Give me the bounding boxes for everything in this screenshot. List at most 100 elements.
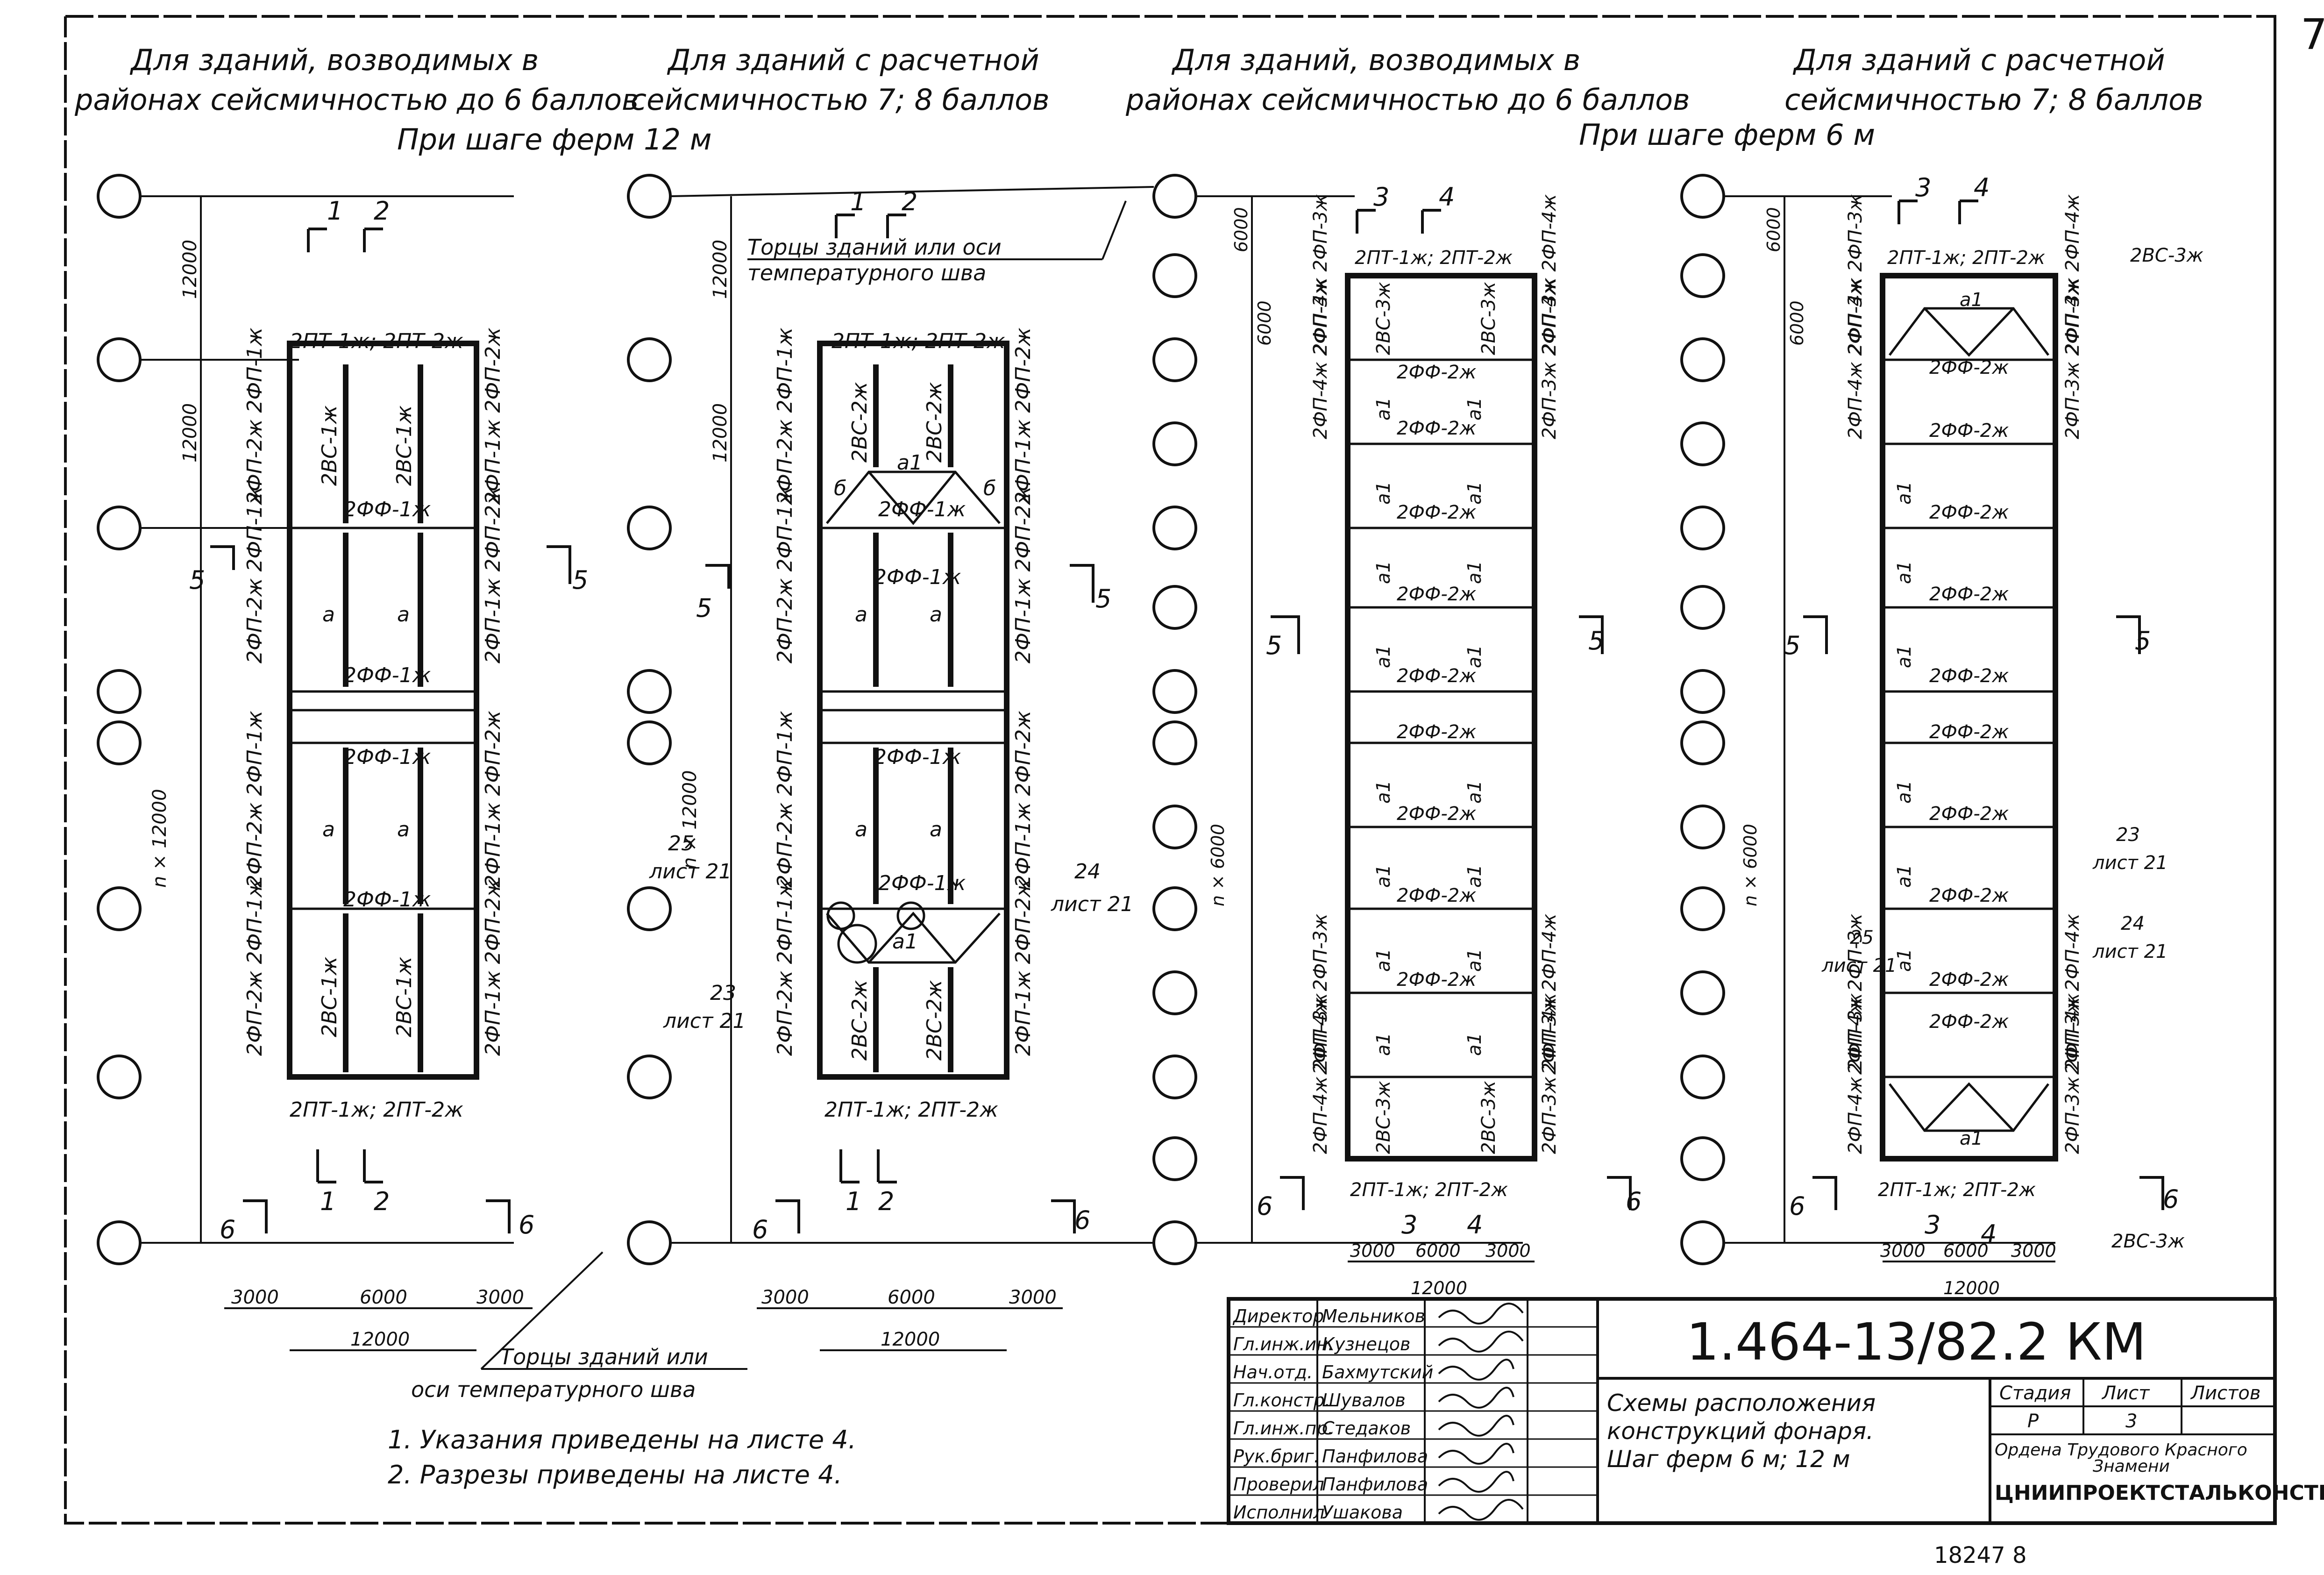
svg-text:Листов: Листов	[2190, 1383, 2260, 1404]
svg-text:2ФП-1ж 2ФП-2ж: 2ФП-1ж 2ФП-2ж	[481, 328, 505, 505]
svg-text:3: 3	[1915, 173, 1931, 202]
heading-1-line1: Для зданий, возводимых в	[129, 43, 539, 77]
svg-text:2ВС-3ж: 2ВС-3ж	[1373, 282, 1394, 355]
svg-text:Стадия: Стадия	[1999, 1383, 2071, 1404]
svg-text:2ФП-2ж 2ФП-1ж: 2ФП-2ж 2ФП-1ж	[243, 879, 267, 1056]
svg-text:Знамени: Знамени	[2093, 1457, 2170, 1476]
spacing-6-heading: При шаге ферм 6 м	[1579, 118, 1875, 152]
svg-text:2ВС-3ж: 2ВС-3ж	[2111, 1231, 2185, 1252]
svg-text:Гл.констр.: Гл.констр.	[1233, 1390, 1330, 1411]
svg-text:2ФФ-2ж: 2ФФ-2ж	[1929, 665, 2009, 687]
axis-leaders	[140, 186, 2055, 1244]
svg-text:2ПТ-1ж; 2ПТ-2ж: 2ПТ-1ж; 2ПТ-2ж	[824, 1098, 998, 1122]
svg-text:5: 5	[189, 565, 205, 595]
svg-text:3000: 3000	[1009, 1287, 1057, 1308]
panel-2-labels: 2ПТ-1ж; 2ПТ-2ж 2ПТ-1ж; 2ПТ-2ж 2ФФ-1ж 2ФФ…	[649, 328, 1134, 1122]
svg-text:а1: а1	[1960, 1128, 1983, 1149]
svg-text:Лист: Лист	[2101, 1383, 2150, 1404]
svg-text:Панфилова: Панфилова	[1322, 1446, 1428, 1467]
svg-text:3000: 3000	[231, 1287, 279, 1308]
svg-text:а: а	[855, 818, 867, 841]
panel-3-dims: 6000 6000 n × 6000 3000 6000 3000 12000	[1208, 196, 1535, 1300]
svg-text:3: 3	[1925, 1210, 1940, 1240]
panel-2-torcy-callout: Торцы зданий или оси температурного шва	[747, 200, 1127, 285]
svg-text:25: 25	[668, 832, 694, 855]
axis-bubbles	[97, 174, 1725, 1265]
sheet-number: 7	[2301, 10, 2324, 59]
svg-text:2ФФ-1ж: 2ФФ-1ж	[878, 871, 966, 895]
svg-text:2ФП-4ж 2ФП-3ж: 2ФП-4ж 2ФП-3ж	[1845, 194, 1866, 355]
svg-text:2ФП-2ж 2ФП-1ж: 2ФП-2ж 2ФП-1ж	[773, 486, 797, 663]
organization: Ордена Трудового Красного Знамени ЦНИИПР…	[1995, 1440, 2324, 1505]
svg-text:3: 3	[1401, 1210, 1417, 1240]
svg-text:2ФФ-2ж: 2ФФ-2ж	[1929, 584, 2009, 605]
svg-text:оси температурного шва: оси температурного шва	[411, 1377, 696, 1402]
axis-bubbles-6m	[1152, 174, 1725, 1265]
svg-text:n × 6000: n × 6000	[1740, 824, 1761, 906]
svg-text:лист 21: лист 21	[2092, 941, 2168, 962]
svg-text:2ФФ-2ж: 2ФФ-2ж	[1929, 803, 2009, 825]
svg-text:12000: 12000	[1943, 1278, 2000, 1298]
svg-text:а1: а1	[1373, 645, 1394, 668]
svg-text:6: 6	[1074, 1205, 1090, 1235]
svg-text:6: 6	[1257, 1191, 1272, 1221]
svg-text:2ФП-4ж 2ФП-3ж: 2ФП-4ж 2ФП-3ж	[1310, 194, 1331, 355]
section-markers: 1 2 1 2 3 4 3 4 1 2 1 2 3 4 3 4 5 5 5 5 …	[189, 173, 2179, 1249]
svg-text:а1: а1	[1894, 948, 1915, 972]
svg-text:Исполнил: Исполнил	[1233, 1502, 1325, 1523]
svg-text:6000: 6000	[1415, 1240, 1461, 1261]
svg-text:6: 6	[1789, 1191, 1805, 1221]
svg-text:2ФФ-2ж: 2ФФ-2ж	[1397, 665, 1476, 687]
svg-text:Торцы зданий или оси: Торцы зданий или оси	[747, 235, 1002, 260]
svg-text:Схемы расположения: Схемы расположения	[1607, 1390, 1876, 1417]
svg-text:12000: 12000	[350, 1329, 410, 1350]
svg-text:1: 1	[850, 187, 866, 216]
svg-text:лист 21: лист 21	[649, 860, 732, 884]
svg-text:а1: а1	[1373, 1033, 1394, 1056]
svg-text:5: 5	[2135, 626, 2151, 656]
svg-text:а1: а1	[897, 451, 923, 475]
svg-text:2: 2	[374, 1187, 390, 1216]
svg-text:4: 4	[1467, 1210, 1483, 1240]
svg-text:лист 21: лист 21	[663, 1009, 746, 1033]
svg-text:а1: а1	[1373, 561, 1394, 584]
heading-3-line2: районах сейсмичностью до 6 баллов	[1125, 83, 1690, 117]
svg-text:2ФП-3ж 2ФП-4ж: 2ФП-3ж 2ФП-4ж	[1539, 278, 1560, 439]
svg-text:24: 24	[2121, 913, 2145, 934]
svg-text:2ФФ-2ж: 2ФФ-2ж	[1929, 420, 2009, 442]
svg-text:2ФФ-2ж: 2ФФ-2ж	[1397, 803, 1476, 825]
svg-text:а1: а1	[1464, 1033, 1485, 1056]
svg-text:2ФП-4ж 2ФП-3ж: 2ФП-4ж 2ФП-3ж	[1845, 278, 1866, 439]
svg-text:2ФФ-2ж: 2ФФ-2ж	[1397, 418, 1476, 439]
svg-text:а1: а1	[1373, 948, 1394, 972]
svg-text:а1: а1	[1894, 780, 1915, 804]
svg-text:12000: 12000	[710, 240, 731, 299]
heading-4-line1: Для зданий с расчетной	[1792, 43, 2165, 77]
svg-text:Стедаков: Стедаков	[1322, 1418, 1411, 1439]
svg-text:3: 3	[2125, 1411, 2137, 1432]
panel-2-scheme	[817, 341, 1009, 1080]
svg-text:3: 3	[1373, 182, 1389, 212]
svg-text:2ПТ-1ж; 2ПТ-2ж: 2ПТ-1ж; 2ПТ-2ж	[1878, 1179, 2036, 1201]
panel-1-labels: 2ПТ-1ж; 2ПТ-2ж 2ПТ-1ж; 2ПТ-2ж 2ФФ-1ж 2ФФ…	[243, 328, 505, 1122]
svg-text:Рук.бриг.: Рук.бриг.	[1233, 1446, 1320, 1467]
svg-text:2ФП-3ж 2ФП-4ж: 2ФП-3ж 2ФП-4ж	[2062, 914, 2083, 1075]
svg-text:2ФФ-2ж: 2ФФ-2ж	[1929, 721, 2009, 743]
heading-2-line1: Для зданий с расчетной	[667, 43, 1039, 77]
svg-text:2ФП-4ж 2ФП-3ж: 2ФП-4ж 2ФП-3ж	[1310, 914, 1331, 1075]
svg-text:а1: а1	[892, 930, 918, 954]
svg-text:2ФФ-1ж: 2ФФ-1ж	[874, 565, 961, 589]
svg-text:а1: а1	[1373, 397, 1394, 420]
svg-text:Кузнецов: Кузнецов	[1322, 1334, 1410, 1354]
svg-text:12000: 12000	[1411, 1278, 1467, 1298]
svg-text:2ФП-2ж 2ФП-1ж: 2ФП-2ж 2ФП-1ж	[243, 486, 267, 663]
svg-text:1: 1	[846, 1187, 861, 1216]
svg-text:2ВС-2ж: 2ВС-2ж	[923, 980, 946, 1061]
title-block-staff: Директор Мельников Гл.инж.ин. Кузнецов Н…	[1232, 1306, 1433, 1523]
svg-text:1: 1	[320, 1187, 336, 1216]
svg-text:5: 5	[1266, 631, 1282, 660]
svg-text:6: 6	[2163, 1184, 2179, 1214]
svg-text:а: а	[322, 603, 335, 627]
drawing-title: Схемы расположения конструкций фонаря. Ш…	[1607, 1390, 1876, 1473]
